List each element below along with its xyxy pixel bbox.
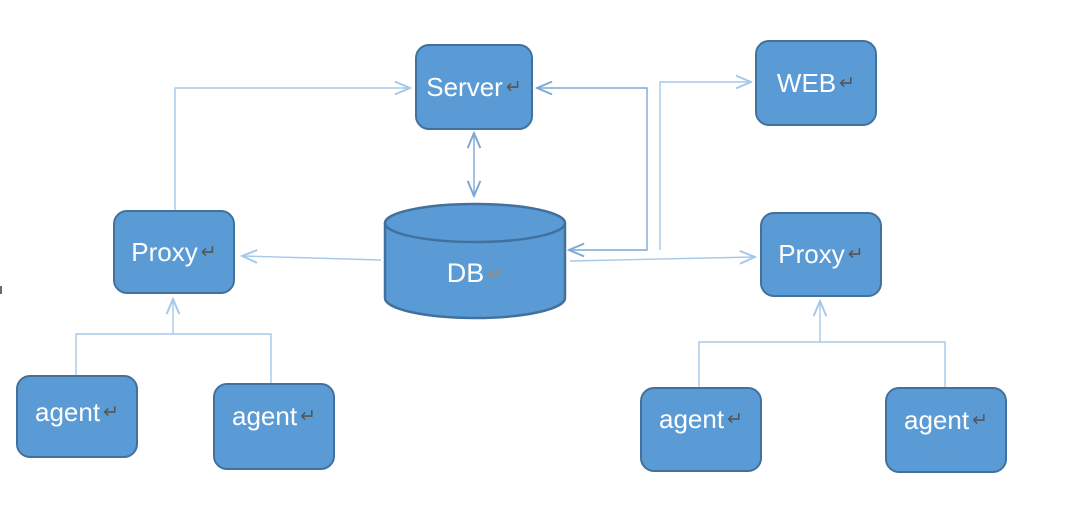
return-mark-icon: ↵ xyxy=(505,76,522,98)
left-edge-text-fragment xyxy=(0,286,2,294)
agent-1-label: agent xyxy=(35,396,101,427)
node-proxy-left[interactable]: Proxy ↵ xyxy=(113,210,235,294)
agent-3-label: agent xyxy=(659,404,725,435)
return-mark-icon: ↵ xyxy=(972,409,988,431)
return-mark-icon: ↵ xyxy=(487,263,504,285)
node-agent-2[interactable]: agent ↵ . . xyxy=(213,383,335,470)
node-agent-4[interactable]: agent ↵ . . xyxy=(885,387,1007,473)
agent-4-note: . . xyxy=(936,442,956,455)
node-db-cylinder[interactable]: DB ↵ xyxy=(383,202,567,320)
db-cylinder-top[interactable] xyxy=(383,202,567,244)
node-server[interactable]: Server ↵ xyxy=(415,44,533,130)
web-label: WEB xyxy=(776,67,837,98)
node-agent-1[interactable]: agent ↵ xyxy=(16,375,138,458)
edge-db-web-elbow[interactable] xyxy=(659,82,751,250)
agent-3-note: . . xyxy=(691,441,711,454)
node-agent-3[interactable]: agent ↵ . . xyxy=(640,387,762,472)
edge-db-proxyleft[interactable] xyxy=(242,256,382,260)
edge-proxyleft-server[interactable] xyxy=(174,88,410,210)
return-mark-icon: ↵ xyxy=(200,241,217,263)
edge-agents-right-branch[interactable] xyxy=(698,341,946,387)
agent-4-label: agent xyxy=(904,404,970,435)
return-mark-icon: ↵ xyxy=(727,409,743,430)
proxy-left-label: Proxy xyxy=(131,236,198,267)
proxy-right-label: Proxy xyxy=(778,239,845,270)
edge-db-server-elbow[interactable] xyxy=(537,88,648,250)
return-mark-icon: ↵ xyxy=(847,244,864,265)
db-cylinder-body[interactable] xyxy=(383,223,567,320)
node-proxy-right[interactable]: Proxy ↵ xyxy=(760,212,882,297)
node-web[interactable]: WEB ↵ xyxy=(755,40,877,126)
return-mark-icon: ↵ xyxy=(839,72,856,94)
return-mark-icon: ↵ xyxy=(103,401,119,423)
agent-2-note: . . xyxy=(264,438,284,451)
server-label: Server xyxy=(426,71,503,102)
agent-2-label: agent xyxy=(232,401,298,432)
edge-db-proxyright[interactable] xyxy=(569,257,755,261)
db-label: DB xyxy=(446,258,485,289)
return-mark-icon: ↵ xyxy=(300,406,316,427)
